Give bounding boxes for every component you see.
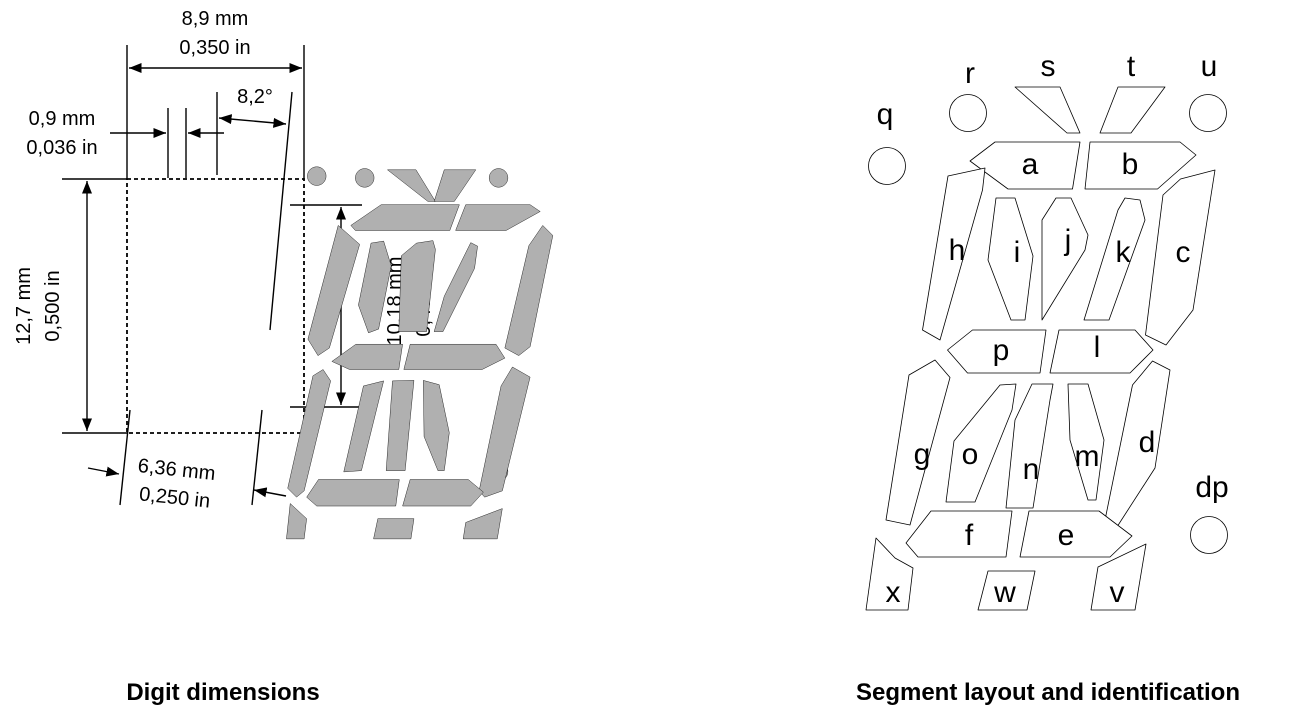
segment-shapes [865,86,1228,611]
segment-v [1090,543,1147,611]
digit-seg-n [385,380,415,471]
dot-u [1189,94,1227,132]
dot-dp [1190,516,1228,554]
segment-w [977,570,1036,611]
dot-q [868,147,906,185]
segment-f [905,510,1013,558]
segment-layout-caption: Segment layout and identification [856,679,1240,706]
segment-p [947,329,1047,374]
seg-width-mm-label: 0,9 mm [29,108,96,130]
label-k: k [1116,236,1132,269]
label-f: f [965,519,974,552]
segment-l [1049,329,1154,374]
height-mm-label: 12,7 mm [13,267,35,345]
digit-seg-w [373,518,415,540]
segment-k [1083,197,1146,321]
segment-s [1014,86,1081,134]
label-q: q [877,98,894,131]
digit-dot-r [355,168,375,188]
segment-o [945,383,1017,503]
label-w: w [993,576,1016,609]
label-m: m [1075,440,1100,473]
digit-seg-e [402,479,484,507]
label-b: b [1122,148,1139,181]
label-t: t [1127,50,1136,83]
segment-t [1099,86,1166,134]
digit-seg-t [433,169,477,202]
width-mm-label: 8,9 mm [182,8,249,30]
label-u: u [1201,50,1218,83]
digit-dimensions-caption: Digit dimensions [126,679,319,706]
digit-seg-j [398,240,436,332]
width-in-label: 0,350 in [179,37,250,59]
label-h: h [949,234,966,267]
segment-d [1104,360,1171,531]
seg-width-in-label: 0,036 in [26,137,97,159]
segment-i [987,197,1034,321]
digit-dot-u [488,168,509,188]
digit-seg-g [287,369,331,498]
slant-arrow [218,114,287,128]
char-width-arrow-left [87,466,120,477]
digit-seg-c [504,225,554,356]
digit-seg-k [433,242,478,332]
digit-seg-l [403,344,506,370]
digit-seg-v [462,508,503,540]
segment-layout-panel: q r s t u a b h i j k c p l g o n m d dp… [856,50,1240,706]
segment-a [969,141,1081,190]
char-width-mm-label: 6,36 mm [137,455,217,485]
segment-x [865,537,914,611]
char-width-ext-right [251,409,263,506]
digit-dimensions-panel: 8,9 mm 0,350 in 0,9 mm 0,036 in 8,2° 12,… [13,8,554,706]
dot-r [949,94,987,132]
label-s: s [1041,50,1056,83]
segment-m [1067,383,1105,501]
label-e: e [1058,519,1075,552]
char-width-arrow-right [253,487,287,498]
label-n: n [1023,453,1040,486]
digit-seg-a [350,204,460,231]
digit-seg-m [423,380,450,471]
height-in-label: 0,500 in [42,270,64,341]
segment-g [885,359,951,526]
label-p: p [993,334,1010,367]
segment-j [1041,197,1089,321]
digit-bounding-box [126,178,305,434]
char-width-in-label: 0,250 in [138,483,211,512]
segment-c [1145,169,1216,346]
char-width-ext-left [119,409,131,506]
segment-b [1084,141,1197,190]
digit-dot-q [307,166,327,186]
label-r: r [965,57,975,90]
label-g: g [914,438,931,471]
digit-seg-x [286,503,307,540]
digit-seg-i [358,240,392,334]
digit-seg-o [343,380,384,473]
label-dp: dp [1195,471,1228,504]
label-x: x [886,576,901,609]
digit-seg-f [306,479,400,507]
digit-seg-d [478,366,531,498]
digit-drawing [286,166,554,540]
digit-seg-s [387,169,436,202]
segment-h [922,167,986,341]
segment-n [1005,383,1054,509]
digit-seg-b [455,204,541,231]
digit-seg-p [331,344,403,370]
label-c: c [1176,236,1191,269]
segment-e [1019,510,1133,558]
label-i: i [1014,236,1021,269]
slant-label: 8,2° [237,86,273,108]
digit-seg-h [307,225,360,356]
slant-line [269,91,293,331]
label-o: o [962,438,979,471]
label-v: v [1110,576,1125,609]
label-d: d [1139,426,1156,459]
label-a: a [1022,148,1039,181]
label-j: j [1064,224,1072,257]
label-l: l [1094,331,1101,364]
